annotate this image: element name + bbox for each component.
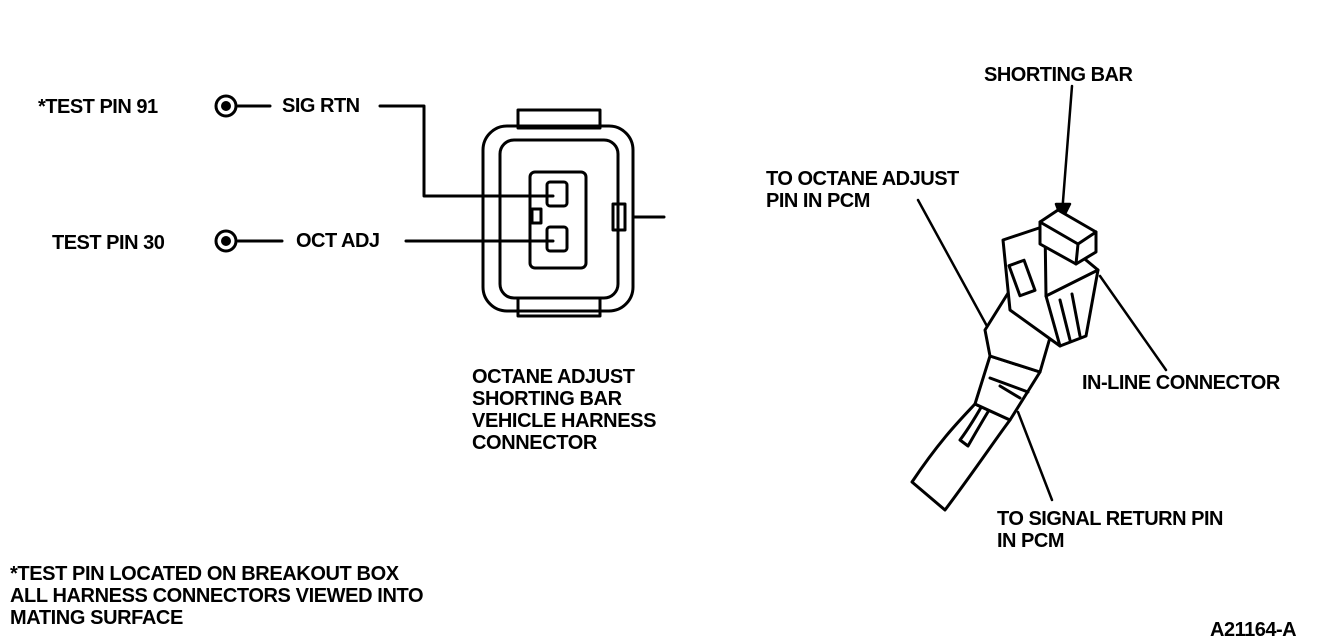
to-octane-label: TO OCTANE ADJUST PIN IN PCM — [766, 168, 959, 212]
oct-adj-label: OCT ADJ — [296, 230, 380, 252]
inline-connector — [910, 208, 1100, 512]
to-signal-label: TO SIGNAL RETURN PIN IN PCM — [997, 508, 1223, 552]
to-signal-line: TO SIGNAL RETURN PIN — [997, 508, 1223, 530]
connector-caption-line: VEHICLE HARNESS — [472, 410, 657, 432]
footnote-line: *TEST PIN LOCATED ON BREAKOUT BOX — [10, 563, 399, 585]
footnote-line: ALL HARNESS CONNECTORS VIEWED INTO — [10, 585, 424, 607]
footnote-line: MATING SURFACE — [10, 607, 183, 629]
test-pin-30-label: TEST PIN 30 — [52, 232, 165, 254]
to-octane-line: TO OCTANE ADJUST — [766, 168, 959, 190]
to-signal-line: IN PCM — [997, 530, 1064, 552]
test-pin-30-terminal — [214, 229, 284, 253]
to-octane-line: PIN IN PCM — [766, 190, 870, 212]
sig-rtn-wire — [378, 104, 555, 198]
connector-caption-line: OCTANE ADJUST — [472, 366, 635, 388]
footnotes: *TEST PIN LOCATED ON BREAKOUT BOX ALL HA… — [10, 563, 424, 629]
sig-rtn-label: SIG RTN — [282, 95, 360, 117]
connector-caption: OCTANE ADJUST SHORTING BAR VEHICLE HARNE… — [472, 366, 656, 454]
shorting-bar-label: SHORTING BAR — [984, 64, 1133, 86]
leader-lines — [916, 84, 1168, 502]
test-pin-91-terminal — [214, 94, 272, 118]
inline-connector-label: IN-LINE CONNECTOR — [1082, 372, 1280, 394]
connector-caption-line: CONNECTOR — [472, 432, 597, 454]
connector-caption-line: SHORTING BAR — [472, 388, 622, 410]
harness-connector — [481, 108, 666, 318]
test-pin-91-label: *TEST PIN 91 — [38, 96, 158, 118]
figure-id: A21164-A — [1210, 619, 1297, 641]
